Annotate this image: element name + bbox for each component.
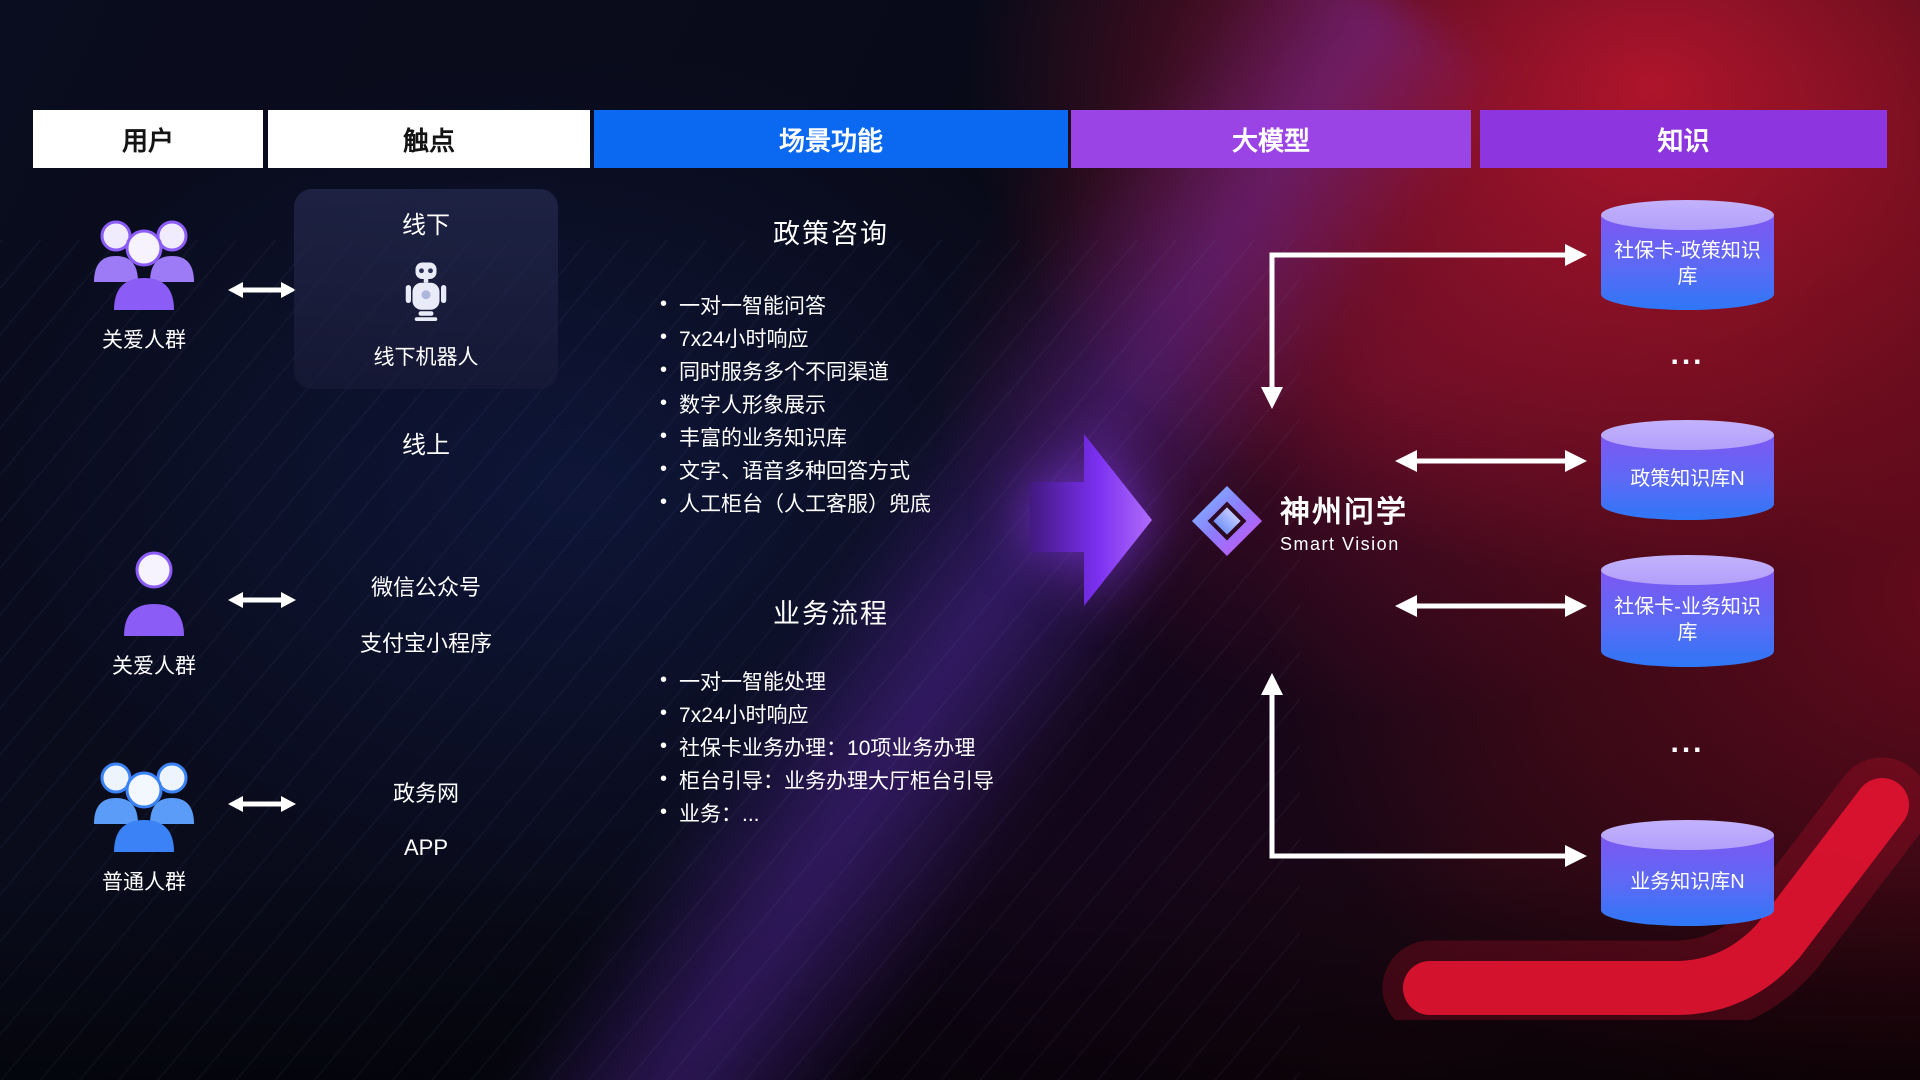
user-ordinary-group: 普通人群	[86, 752, 202, 896]
kb-business-n: 业务知识库N	[1601, 820, 1774, 926]
touch-alipay: 支付宝小程序	[359, 631, 492, 656]
user-label: 普通人群	[102, 871, 186, 894]
user-label: 关爱人群	[112, 655, 196, 678]
db-cylinder-top	[1601, 820, 1774, 850]
offline-label: 线下	[402, 212, 450, 239]
user-label: 关爱人群	[102, 329, 186, 352]
kb-social-policy: 社保卡-政策知识库	[1601, 200, 1774, 310]
db-cylinder-body	[1601, 215, 1774, 310]
header-user: 用户	[33, 110, 263, 168]
business-feature-list: 一对一智能处理 7x24小时响应 社保卡业务办理：10项业务办理 柜台引导：业务…	[660, 664, 994, 829]
feature-item: 柜台引导：业务办理大厅柜台引导	[660, 763, 994, 796]
brand-text: 神州问学 Smart Vision	[1280, 487, 1408, 555]
feature-item: 业务：...	[660, 796, 994, 829]
policy-feature-list: 一对一智能问答 7x24小时响应 同时服务多个不同渠道 数字人形象展示 丰富的业…	[660, 288, 931, 519]
touch-wechat: 微信公众号	[370, 575, 481, 600]
kb-policy-n: 政策知识库N	[1601, 420, 1774, 520]
header-knowledge-label: 知识	[1657, 125, 1710, 156]
people-group-purple-icon	[94, 220, 194, 310]
brand-diamond-icon	[1191, 485, 1263, 557]
online-label: 线上	[402, 432, 450, 459]
diagonal-streaks-decoration	[0, 240, 1300, 1080]
ellipsis-more: ...	[1670, 338, 1705, 371]
touch-gov-web: 政务网	[392, 781, 459, 806]
flow-arrow-icon	[1030, 434, 1152, 606]
feature-item: 一对一智能处理	[660, 664, 994, 697]
header-model: 大模型	[1071, 110, 1471, 168]
kb-social-business: 社保卡-业务知识库	[1601, 555, 1774, 667]
feature-item: 人工柜台（人工客服）兜底	[660, 486, 931, 519]
brand-name: 神州问学	[1280, 496, 1408, 529]
brand-subtitle: Smart Vision	[1280, 534, 1400, 554]
robot-icon	[405, 262, 447, 321]
user-care-single: 关爱人群	[112, 548, 196, 680]
db-label: 社保卡-业务知识库	[1614, 596, 1761, 644]
db-label: 社保卡-政策知识库	[1614, 240, 1761, 288]
header-scene: 场景功能	[594, 110, 1068, 168]
people-group-blue-icon	[94, 762, 194, 852]
offline-touchpoint-card: 线下 线下机器人	[294, 189, 558, 389]
bidirectional-arrow-icon	[228, 282, 296, 298]
red-swoosh-decoration	[1382, 757, 1920, 1020]
feature-item: 文字、语音多种回答方式	[660, 453, 931, 486]
business-process-title: 业务流程	[773, 599, 889, 629]
header-scene-label: 场景功能	[778, 125, 883, 156]
feature-item: 丰富的业务知识库	[660, 420, 931, 453]
bidirectional-arrow-icon	[228, 796, 296, 812]
user-care-group-1: 关爱人群	[86, 210, 202, 354]
db-cylinder-body	[1601, 835, 1774, 926]
header-user-label: 用户	[121, 125, 174, 156]
db-label: 政策知识库N	[1630, 468, 1745, 490]
db-label: 业务知识库N	[1630, 871, 1745, 893]
smart-vision-brand: 神州问学 Smart Vision	[1190, 484, 1408, 558]
feature-item: 一对一智能问答	[660, 288, 931, 321]
ellipsis-more: ...	[1670, 726, 1705, 759]
db-cylinder-top	[1601, 200, 1774, 230]
feature-item: 数字人形象展示	[660, 387, 931, 420]
touch-app: APP	[403, 835, 449, 860]
feature-item: 社保卡业务办理：10项业务办理	[660, 730, 994, 763]
db-cylinder-top	[1601, 555, 1774, 585]
person-purple-icon	[124, 551, 184, 636]
offline-robot-label: 线下机器人	[373, 346, 479, 369]
feature-item: 同时服务多个不同渠道	[660, 354, 931, 387]
db-cylinder-top	[1601, 420, 1774, 450]
policy-consulting-title: 政策咨询	[773, 219, 889, 249]
header-touchpoint-label: 触点	[402, 125, 455, 156]
header-knowledge: 知识	[1480, 110, 1887, 168]
feature-item: 7x24小时响应	[660, 321, 931, 354]
header-touchpoint: 触点	[268, 110, 590, 168]
feature-item: 7x24小时响应	[660, 697, 994, 730]
bidirectional-arrow-icon	[228, 592, 296, 608]
db-cylinder-body	[1601, 570, 1774, 667]
header-model-label: 大模型	[1231, 125, 1310, 156]
